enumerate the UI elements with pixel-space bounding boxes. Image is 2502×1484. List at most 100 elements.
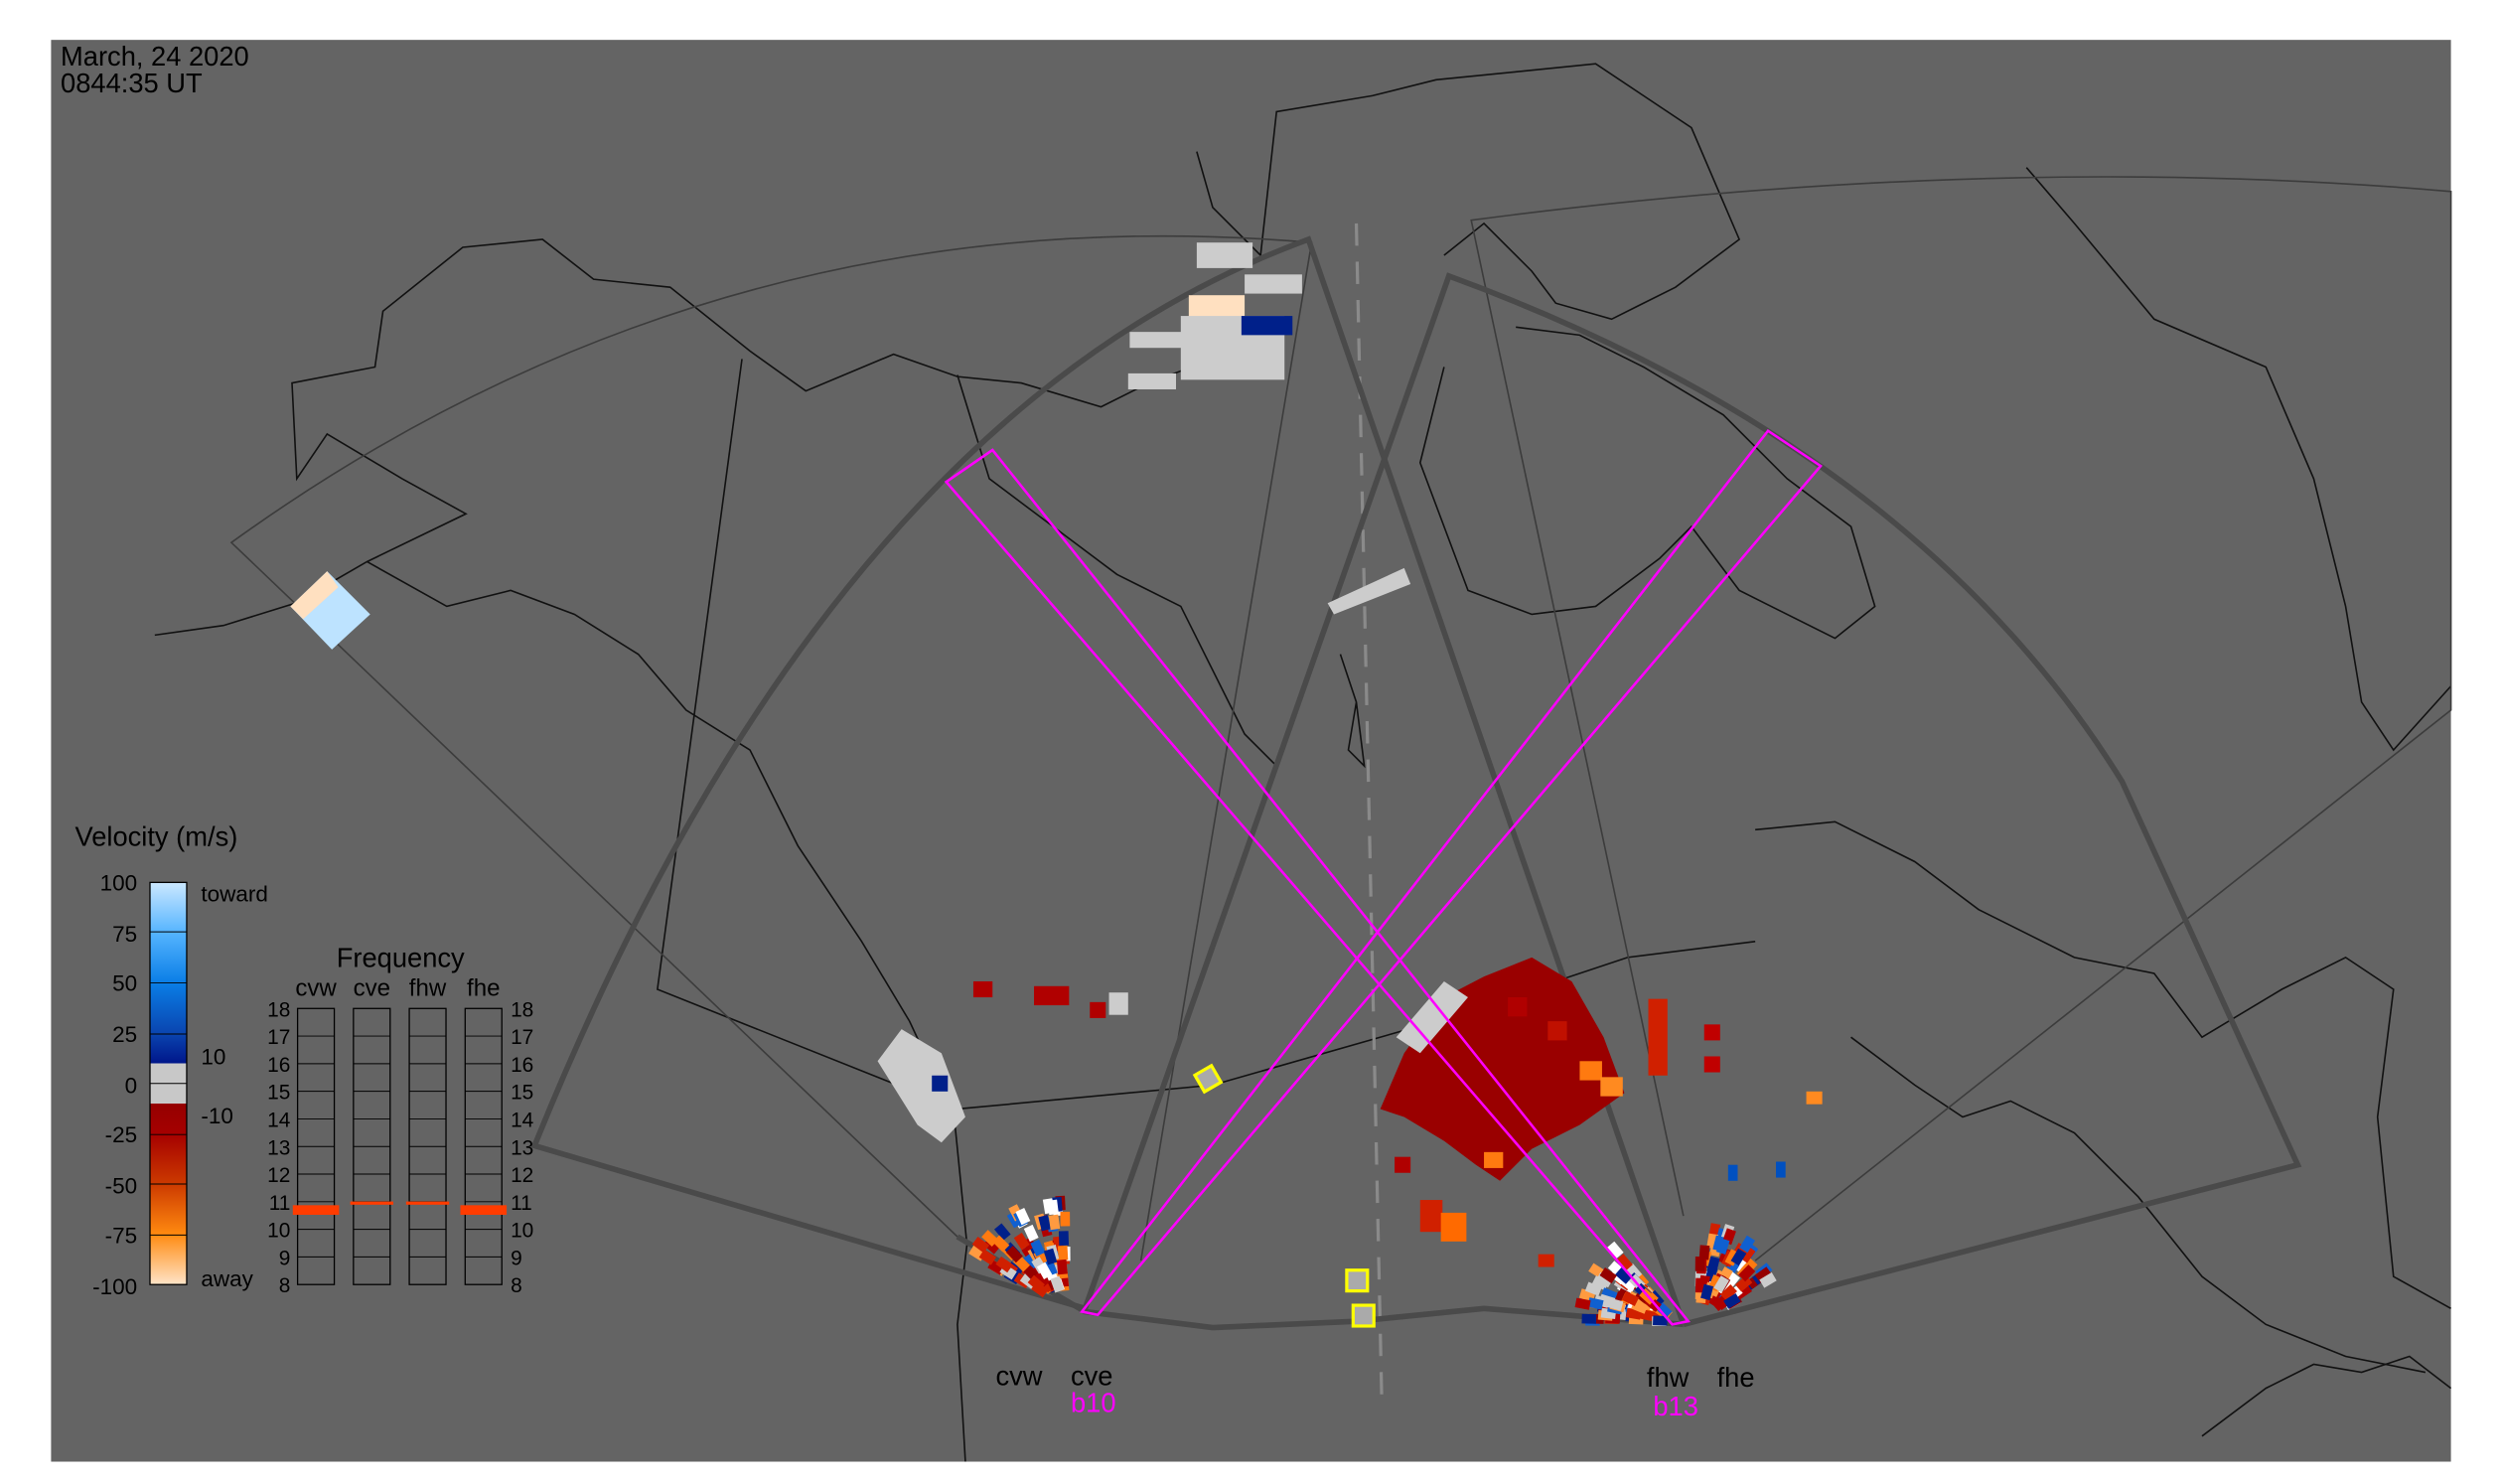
velocity-cell [1719, 1284, 1738, 1302]
velocity-cell [1023, 1224, 1039, 1243]
velocity-cell [1715, 1238, 1730, 1256]
away-label: away [201, 1266, 253, 1291]
beam-b10 [1079, 429, 1823, 1317]
frequency-column-label: cvw [295, 974, 337, 1001]
velocity-cell [1734, 1274, 1753, 1292]
radar-label-cvw: cvw [995, 1360, 1042, 1391]
velocity-cell [1621, 1290, 1640, 1307]
frequency-row-label: 16 [511, 1054, 533, 1077]
velocity-tick: -25 [105, 1122, 138, 1147]
velocity-cell [1048, 1214, 1061, 1231]
velocity-tick: 75 [112, 922, 137, 947]
velocity-cell [1030, 1239, 1046, 1257]
velocity-tick: 25 [112, 1022, 137, 1047]
velocity-tick: -75 [105, 1223, 138, 1248]
radar-label-fhe: fhe [1717, 1362, 1755, 1393]
beam-outlines [944, 429, 1823, 1326]
velocity-cell [995, 1256, 1013, 1273]
frequency-column-label: fhe [467, 974, 500, 1001]
frequency-row-label: 12 [511, 1164, 533, 1187]
frequency-row-label: 17 [511, 1026, 533, 1049]
velocity-legend: Velocity (m/s) [75, 820, 268, 1298]
frequency-row-label: 18 [267, 998, 290, 1021]
velocity-cell [1042, 1198, 1055, 1215]
frequency-title: Frequency [337, 943, 465, 973]
coastlines [154, 63, 2452, 1462]
velocity-cell [1625, 1262, 1643, 1281]
frequency-row-label: 17 [267, 1026, 290, 1049]
frequency-row-label: 15 [511, 1082, 533, 1105]
velocity-cell [1581, 1313, 1597, 1324]
velocity-tick: 50 [112, 971, 137, 996]
velocity-cell [1653, 1315, 1668, 1326]
velocity-tick: -100 [92, 1274, 137, 1299]
velocity-cell [1754, 1266, 1773, 1283]
velocity-cell [1738, 1264, 1756, 1282]
velocity-cell [1759, 1271, 1777, 1288]
velocity-cell [1057, 1245, 1069, 1261]
velocity-cell [1005, 1246, 1023, 1263]
dashed-meridian [1354, 223, 1384, 1405]
frequency-marker-cvw [292, 1205, 340, 1215]
fov-inner [530, 235, 2302, 1331]
highlight-boxes [1192, 1063, 1376, 1328]
velocity-cell [1713, 1275, 1729, 1293]
gs-upper-label: 10 [201, 1045, 225, 1070]
velocity-cell [1694, 1277, 1705, 1293]
velocity-cell [1574, 1297, 1591, 1310]
velocity-cell [971, 1236, 990, 1254]
velocity-legend-title: Velocity (m/s) [75, 820, 238, 851]
frequency-row-label: 13 [267, 1136, 290, 1159]
frequency-row-label: 14 [511, 1109, 533, 1131]
velocity-cell [1723, 1293, 1741, 1309]
velocity-cell [1032, 1270, 1050, 1288]
frequency-marker-cve [350, 1201, 394, 1205]
velocity-cell [1606, 1241, 1624, 1260]
frequency-marker-fhe [460, 1205, 508, 1215]
date-label: March, 24 2020 [61, 41, 249, 72]
velocity-cell [1606, 1297, 1624, 1311]
velocity-cell [1060, 1211, 1071, 1227]
radar-label-fhw: fhw [1647, 1362, 1690, 1393]
gs-lower-label: -10 [201, 1104, 233, 1128]
velocity-cell [993, 1223, 1011, 1241]
velocity-cell [1038, 1215, 1052, 1232]
toward-label: toward [201, 882, 268, 907]
time-label: 0844:35 UT [61, 68, 203, 98]
beam-label-b13: b13 [1653, 1391, 1698, 1421]
frequency-column-label: fhw [409, 974, 447, 1001]
frequency-row-label: 13 [511, 1136, 533, 1159]
velocity-tick: -50 [105, 1174, 138, 1199]
velocity-cell [1599, 1267, 1617, 1284]
frequency-row-label: 15 [267, 1082, 290, 1105]
velocity-tick: 0 [125, 1073, 138, 1098]
velocity-cell [1739, 1235, 1756, 1254]
radar-label-cve: cve [1071, 1360, 1112, 1391]
velocity-cell [1058, 1231, 1070, 1246]
frequency-row-label: 14 [267, 1109, 290, 1131]
velocity-cell [1730, 1248, 1747, 1266]
frequency-row-label: 10 [511, 1220, 533, 1243]
velocity-cell [1056, 1259, 1068, 1275]
velocity-cell [1723, 1271, 1740, 1289]
frequency-row-label: 10 [267, 1220, 290, 1243]
frequency-row-label: 9 [511, 1247, 522, 1269]
velocity-cell [1015, 1208, 1031, 1226]
frequency-row-label: 16 [267, 1054, 290, 1077]
velocity-cell [1595, 1271, 1613, 1288]
velocity-cell [1036, 1261, 1053, 1280]
velocity-cell [1706, 1256, 1720, 1273]
velocity-cell [1031, 1281, 1049, 1298]
velocity-cell [978, 1249, 997, 1265]
velocity-cell [1050, 1275, 1065, 1293]
velocity-cell [1739, 1246, 1756, 1263]
frequency-column-label: cve [354, 974, 390, 1001]
velocity-cell [1700, 1283, 1714, 1301]
frequency-row-label: 18 [511, 998, 533, 1021]
beam-b13 [944, 448, 1692, 1326]
fov-outer [229, 176, 2452, 1261]
velocity-cell [1584, 1281, 1602, 1296]
velocity-tick: 100 [100, 870, 138, 895]
velocity-cell [1616, 1254, 1633, 1271]
